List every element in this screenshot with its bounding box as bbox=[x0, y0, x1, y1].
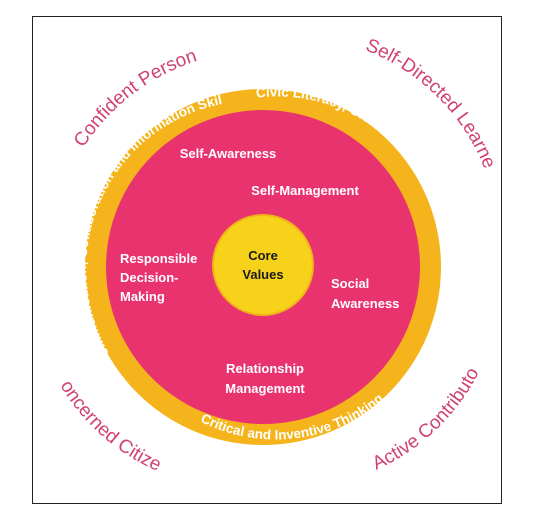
responsible-line-3: Making bbox=[120, 289, 165, 304]
relationship-line-1: Relationship bbox=[226, 361, 304, 376]
competency-self-management: Self-Management bbox=[251, 183, 359, 198]
competency-social-awareness: Social Awareness bbox=[331, 276, 399, 311]
core-values-circle bbox=[212, 214, 314, 316]
core-values-line-1: Core bbox=[248, 248, 278, 263]
relationship-line-2: Management bbox=[225, 381, 305, 396]
competency-relationship-management: Relationship Management bbox=[225, 361, 305, 396]
competency-self-awareness: Self-Awareness bbox=[180, 146, 277, 161]
social-line-1: Social bbox=[331, 276, 369, 291]
social-line-2: Awareness bbox=[331, 296, 399, 311]
responsible-line-2: Decision- bbox=[120, 270, 179, 285]
competency-responsible-decision-making: Responsible Decision- Making bbox=[120, 251, 197, 304]
core-values-line-2: Values bbox=[242, 267, 283, 282]
responsible-line-1: Responsible bbox=[120, 251, 197, 266]
